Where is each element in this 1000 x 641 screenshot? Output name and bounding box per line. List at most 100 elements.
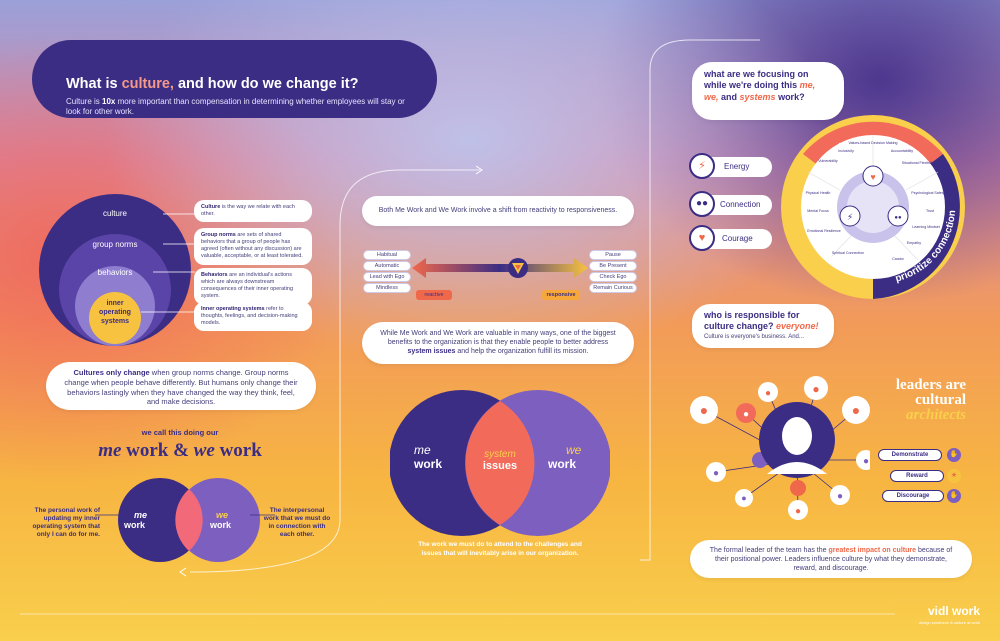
svg-text:●: ● [713,468,719,479]
person-icon [804,376,828,400]
person-icon [842,396,870,424]
layer-inner-1: inner [106,300,123,307]
big-venn-diagram: me work system issues we work [390,390,610,536]
focus-item-energy-label: Energy [724,162,750,171]
wheel-label: Inclusivity [838,149,854,153]
person-icon [788,500,808,520]
small-venn-we-work: work [209,520,232,530]
title-banner [32,40,437,118]
layer-behaviors: behaviors [98,268,133,277]
small-venn-diagram: me work we work [118,478,260,562]
big-venn-center-2: issues [483,460,517,472]
person-icon [690,396,718,424]
person-icon [830,485,850,505]
person-icon [706,462,726,482]
reactive-item-mindless: Mindless [363,283,411,293]
reactive-item-automatic: Automatic [363,261,411,271]
wheel-connection-icon [839,205,861,227]
focus-item-connection-label: Connection [720,200,761,209]
award-icon [790,480,806,496]
responsive-label: responsive [542,290,580,300]
focus-wheel: ♥ ⚡ ●● choose courage manage energy prio… [781,115,965,299]
me-work-description: The personal work of updating my inner o… [32,507,100,539]
person-icon [856,450,870,470]
connection-icon: ●● [689,191,715,217]
page-title: What is culture, and how do we change it… [66,76,359,92]
big-venn-center-1: system [484,449,516,460]
reactive-item-habitual: Habitual [363,250,411,260]
shift-card: Both Me Work and We Work involve a shift… [362,196,634,226]
wheel-label: Spiritual Connection [832,251,864,255]
svg-text:●●: ●● [894,215,902,221]
focus-card: what are we focusing on while we're doin… [692,62,844,120]
reactive-label: reactive [416,290,452,300]
leader-network: ● ● ● ● ● ● ● ● ● ● [690,376,870,520]
reward-icon: ★ [947,469,961,483]
we-work-description: The interpersonal work that we must do i… [263,507,331,539]
small-venn-we: we [216,510,228,520]
action-discourage: Discourage [882,490,944,502]
big-venn-me: me [414,443,431,457]
big-venn-me-work: work [413,457,442,471]
person-icon [758,382,778,402]
wheel-label: Situational Flexibility [902,161,935,165]
svg-text:●: ● [700,402,708,418]
responsive-item-pause: Pause [589,250,637,260]
svg-text:♥: ♥ [870,172,875,182]
brand-logo: vidl work [927,604,980,618]
page-subtitle: Culture is 10x more important than compe… [66,97,405,117]
cultures-change-card: Cultures only change when group norms ch… [46,362,316,410]
layer-group-norms: group norms [93,240,138,249]
wheel-label: Physical Health [806,191,831,195]
wheel-label: Values-based Decision Making [848,141,897,145]
discourage-icon: ✋ [947,489,961,503]
svg-text:●: ● [812,382,819,396]
we-call-label: we call this doing our [141,428,219,437]
svg-text:●: ● [795,506,801,517]
reactive-item-lead-with-ego: Lead with Ego [363,272,411,282]
svg-text:●: ● [863,456,869,467]
wheel-label: Mental Focus [807,209,829,213]
wheel-energy-icon [862,165,884,187]
big-venn-we-work: work [547,457,576,471]
layer-inner-3: systems [101,318,129,325]
wheel-courage-icon [887,205,909,227]
wheel-label: Learning Mindset [912,225,940,229]
person-icon [735,489,753,507]
svg-text:●: ● [852,402,860,418]
definition-group-norms: Group norms are sets of shared behaviors… [194,228,312,265]
wheel-label: Psychological Safety [911,191,944,195]
svg-text:●: ● [765,388,771,399]
brand-tagline: design workforce & culture at work [918,620,980,625]
culture-layers-diagram: culture group norms behaviors inner oper… [39,194,195,346]
definition-culture: Culture is the way we relate with each o… [194,200,312,223]
layer-culture: culture [103,209,128,218]
wheel-label: Emotional Resilience [807,229,841,233]
svg-text:●: ● [837,491,843,502]
demonstrate-icon: ✋ [947,448,961,462]
definition-inner-operating-systems: Inner operating systems refer to thought… [194,302,312,332]
action-demonstrate: Demonstrate [878,449,942,461]
wheel-label: Accountability [891,149,913,153]
action-reward: Reward [890,470,944,482]
svg-text:⚡: ⚡ [847,212,853,222]
small-venn-me: me [134,510,147,520]
responsive-item-be-present: Be Present [589,261,637,271]
svg-text:●: ● [743,409,749,420]
wheel-label: Candor [892,257,905,261]
wheel-label: Vulnerability [818,159,838,163]
formal-leader-card: The formal leader of the team has the gr… [690,540,972,578]
svg-text:●: ● [741,493,746,503]
system-issues-card: While Me Work and We Work are valuable i… [362,322,634,364]
small-venn-me-work: work [123,520,146,530]
responsive-item-remain-curious: Remain Curious [589,283,637,293]
definition-behaviors: Behaviors are an individual's actions wh… [194,268,312,305]
courage-icon: ♥ [689,225,715,251]
layer-inner-2: operating [99,309,131,316]
venn-connectors [95,514,275,516]
wheel-label: Empathy [907,241,921,245]
big-venn-we: we [566,443,582,457]
focus-item-courage-label: Courage [722,234,753,243]
reactive-responsive-arrow [412,258,588,278]
